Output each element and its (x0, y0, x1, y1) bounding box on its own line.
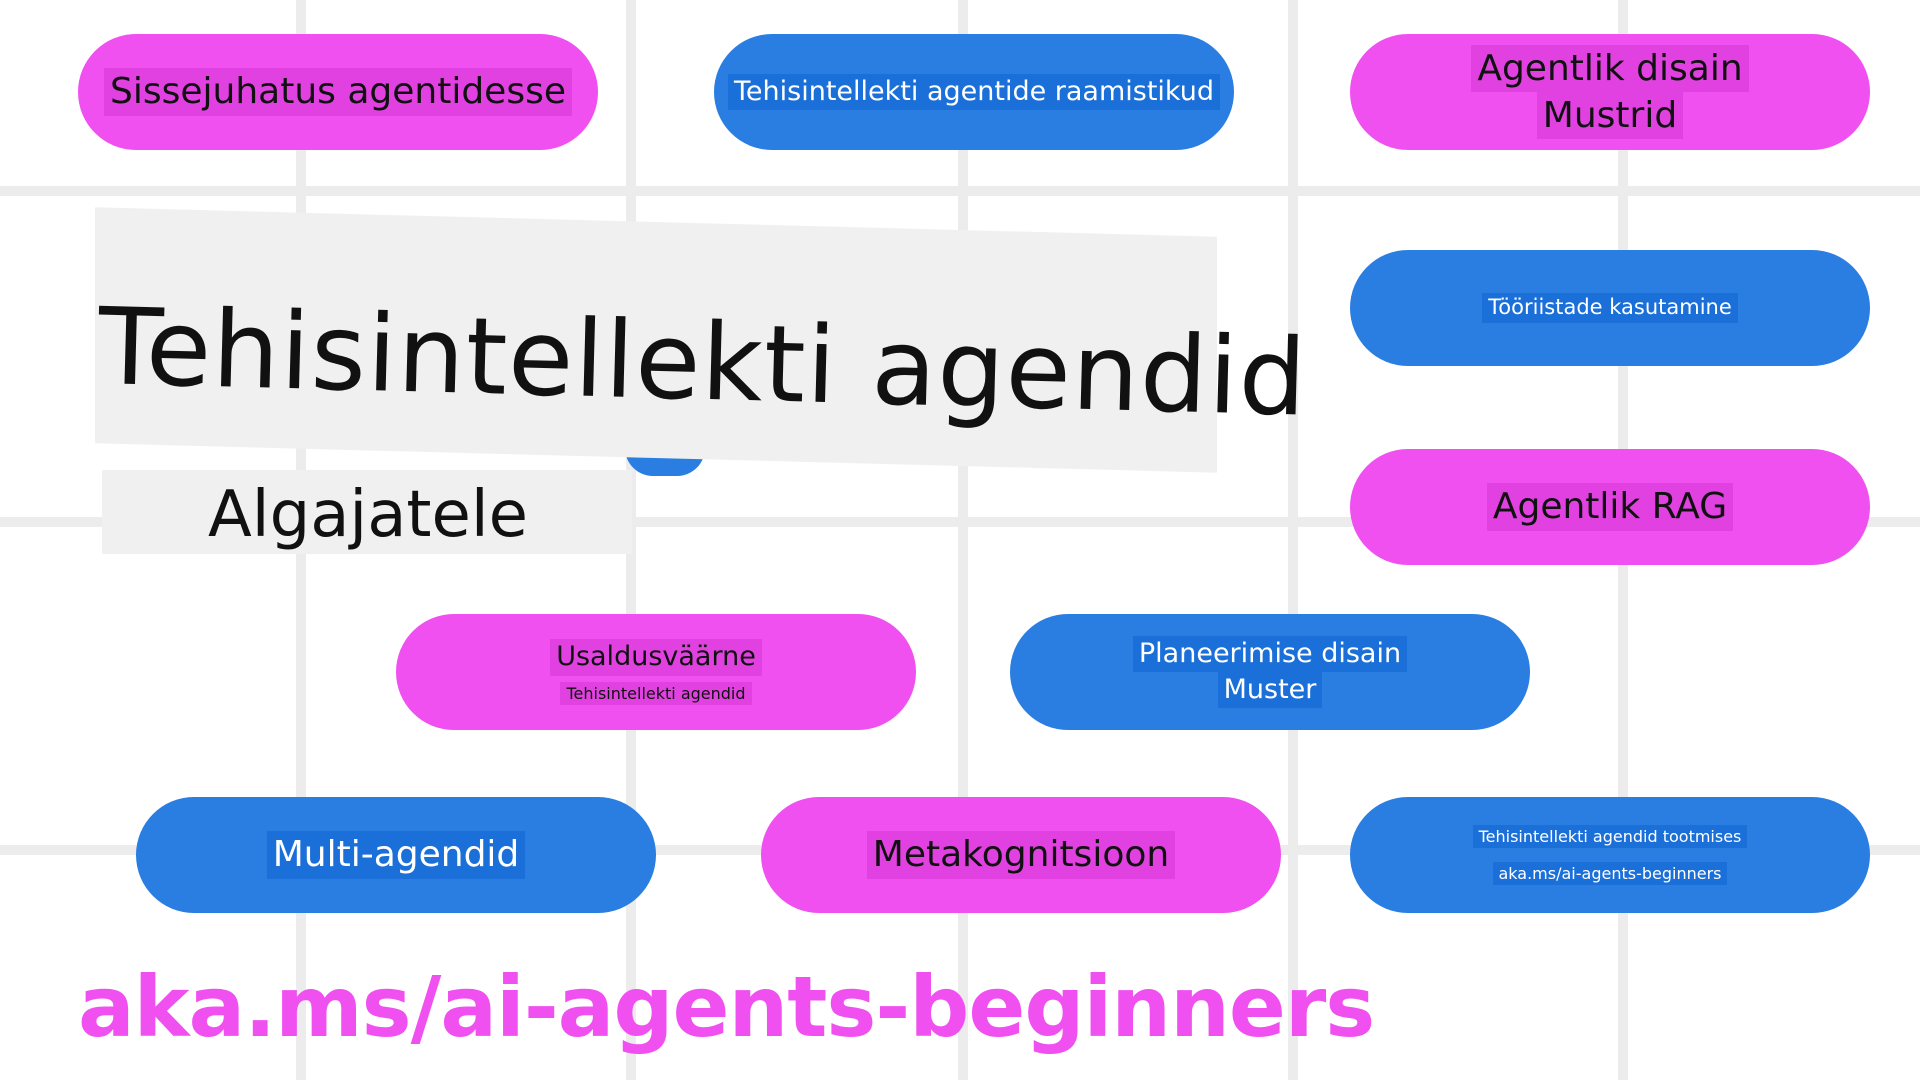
lesson-production-link[interactable]: aka.ms/ai-agents-beginners (1492, 862, 1728, 886)
lesson-production-label-line1: Tehisintellekti agendid tootmises (1472, 824, 1748, 848)
lesson-intro-button[interactable]: Sissejuhatus agentidesse (78, 34, 598, 150)
lesson-frameworks-label: Tehisintellekti agentide raamistikud (728, 73, 1220, 111)
lesson-intro-label: Sissejuhatus agentidesse (104, 68, 572, 116)
lesson-tool-use-label: Tööriistade kasutamine (1482, 293, 1738, 323)
lesson-planning-label-line2: Muster (1217, 672, 1323, 709)
lesson-production-button[interactable]: Tehisintellekti agendid tootmises aka.ms… (1350, 797, 1870, 913)
lesson-agentic-rag-label: Agentlik RAG (1486, 483, 1734, 531)
lesson-tool-use-button[interactable]: Tööriistade kasutamine (1350, 250, 1870, 366)
lesson-multi-agent-button[interactable]: Multi-agendid (136, 797, 656, 913)
lesson-multi-agent-label: Multi-agendid (266, 831, 526, 879)
lesson-planning-label-line1: Planeerimise disain (1132, 635, 1408, 672)
lesson-trustworthy-label-line1: Usaldusväärne (550, 639, 762, 676)
lesson-frameworks-button[interactable]: Tehisintellekti agentide raamistikud (714, 34, 1234, 150)
lesson-design-patterns-button[interactable]: Agentlik disain Mustrid (1350, 34, 1870, 150)
lesson-design-patterns-label-line1: Agentlik disain (1471, 44, 1749, 92)
page-subtitle: Algajatele (208, 478, 529, 552)
lesson-design-patterns-label-line2: Mustrid (1536, 92, 1684, 140)
lesson-trustworthy-button[interactable]: Usaldusväärne Tehisintellekti agendid (396, 614, 916, 730)
course-link[interactable]: aka.ms/ai-agents-beginners (78, 958, 1375, 1056)
lesson-planning-button[interactable]: Planeerimise disain Muster (1010, 614, 1530, 730)
lesson-metacognition-button[interactable]: Metakognitsioon (761, 797, 1281, 913)
subtitle-background (102, 470, 632, 554)
lesson-agentic-rag-button[interactable]: Agentlik RAG (1350, 449, 1870, 565)
lesson-trustworthy-label-line2: Tehisintellekti agendid (560, 681, 752, 705)
lesson-metacognition-label: Metakognitsioon (866, 831, 1176, 879)
